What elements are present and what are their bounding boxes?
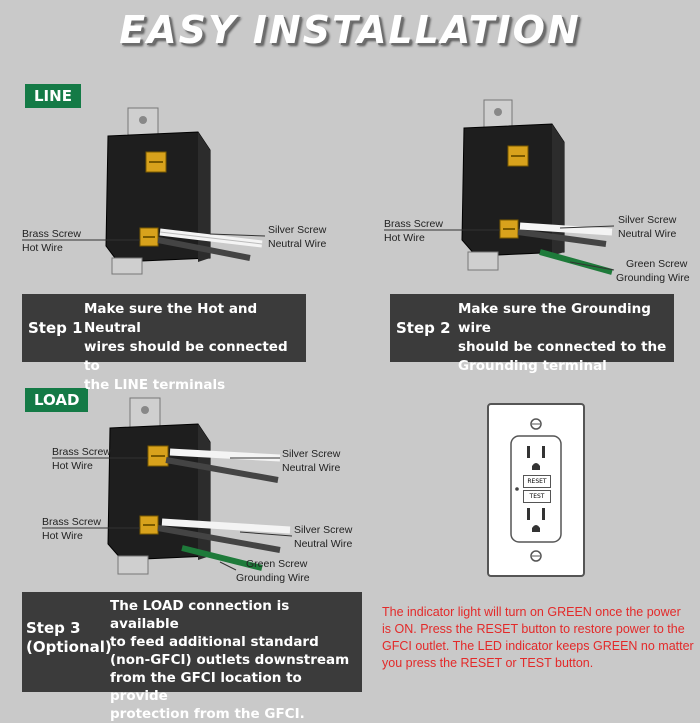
step2-line: Make sure the Grounding wire	[458, 301, 651, 336]
neutral-wire-label: Neutral Wire	[294, 538, 353, 550]
step2-text: Make sure the Grounding wire should be c…	[458, 300, 674, 376]
step1-line: Make sure the Hot and Neutral	[84, 301, 258, 336]
note-line: is ON. Press the RESET button to restore…	[382, 622, 685, 636]
step1-line: the LINE terminals	[84, 377, 226, 393]
step2-box: Step 2 Make sure the Grounding wire shou…	[390, 294, 674, 374]
silver-screw-label: Silver Screw	[618, 214, 677, 226]
step3-box: Step 3 (Optional) The LOAD connection is…	[22, 592, 362, 722]
grounding-wire-label: Grounding Wire	[616, 272, 690, 284]
step3-line: The LOAD connection is available	[110, 598, 290, 632]
page-title: EASY INSTALLATION	[119, 8, 581, 52]
indicator-note: The indicator light will turn on GREEN o…	[382, 604, 698, 672]
brass-screw-label: Brass Screw	[52, 446, 111, 458]
grounding-wire-label: Grounding Wire	[236, 572, 310, 584]
reset-button[interactable]: RESET	[523, 475, 551, 488]
gfci-device-2	[461, 99, 613, 275]
leader-lines	[22, 225, 615, 571]
silver-screw-label: Silver Screw	[268, 224, 327, 236]
step3-line: (non-GFCI) outlets downstream	[110, 652, 350, 668]
silver-screw-label: Silver Screw	[282, 448, 341, 460]
gfci-device-3	[107, 397, 291, 575]
silver-screw-label: Silver Screw	[294, 524, 353, 536]
green-screw-label: Green Screw	[626, 258, 688, 270]
step1-label: Step 1	[28, 319, 83, 337]
neutral-wire-label: Neutral Wire	[618, 228, 677, 240]
step3-text: The LOAD connection is available to feed…	[110, 597, 362, 723]
step1-box: Step 1 Make sure the Hot and Neutral wir…	[22, 294, 306, 393]
hot-wire-label: Hot Wire	[52, 460, 93, 472]
step3-line: protection from the GFCI.	[110, 706, 305, 722]
brass-screw-label: Brass Screw	[384, 218, 443, 230]
neutral-wire-label: Neutral Wire	[282, 462, 341, 474]
note-line: The indicator light will turn on GREEN o…	[382, 605, 681, 619]
brass-screw-label: Brass Screw	[42, 516, 101, 528]
hot-wire-label: Hot Wire	[42, 530, 83, 542]
neutral-wire-label: Neutral Wire	[268, 238, 327, 250]
hot-wire-label: Hot Wire	[384, 232, 425, 244]
step3-label: Step 3	[26, 619, 81, 637]
hot-wire-label: Hot Wire	[22, 242, 63, 254]
step2-line: Grounding terminal	[458, 358, 607, 374]
step3-sublabel: (Optional)	[26, 638, 112, 656]
line-tag: LINE	[25, 84, 81, 108]
note-line: you press the RESET or TEST button.	[382, 656, 594, 670]
brass-screw-label: Brass Screw	[22, 228, 81, 240]
step2-line: should be connected to the	[458, 339, 667, 355]
step1-line: wires should be connected to	[84, 339, 288, 374]
note-line: GFCI outlet. The LED indicator keeps GRE…	[382, 639, 694, 653]
green-screw-label: Green Screw	[246, 558, 308, 570]
step1-text: Make sure the Hot and Neutral wires shou…	[84, 300, 306, 395]
load-tag: LOAD	[25, 388, 89, 412]
gfci-device-1	[105, 107, 263, 275]
step2-label: Step 2	[396, 319, 451, 337]
test-button[interactable]: TEST	[523, 490, 551, 503]
step3-line: to feed additional standard	[110, 634, 319, 650]
